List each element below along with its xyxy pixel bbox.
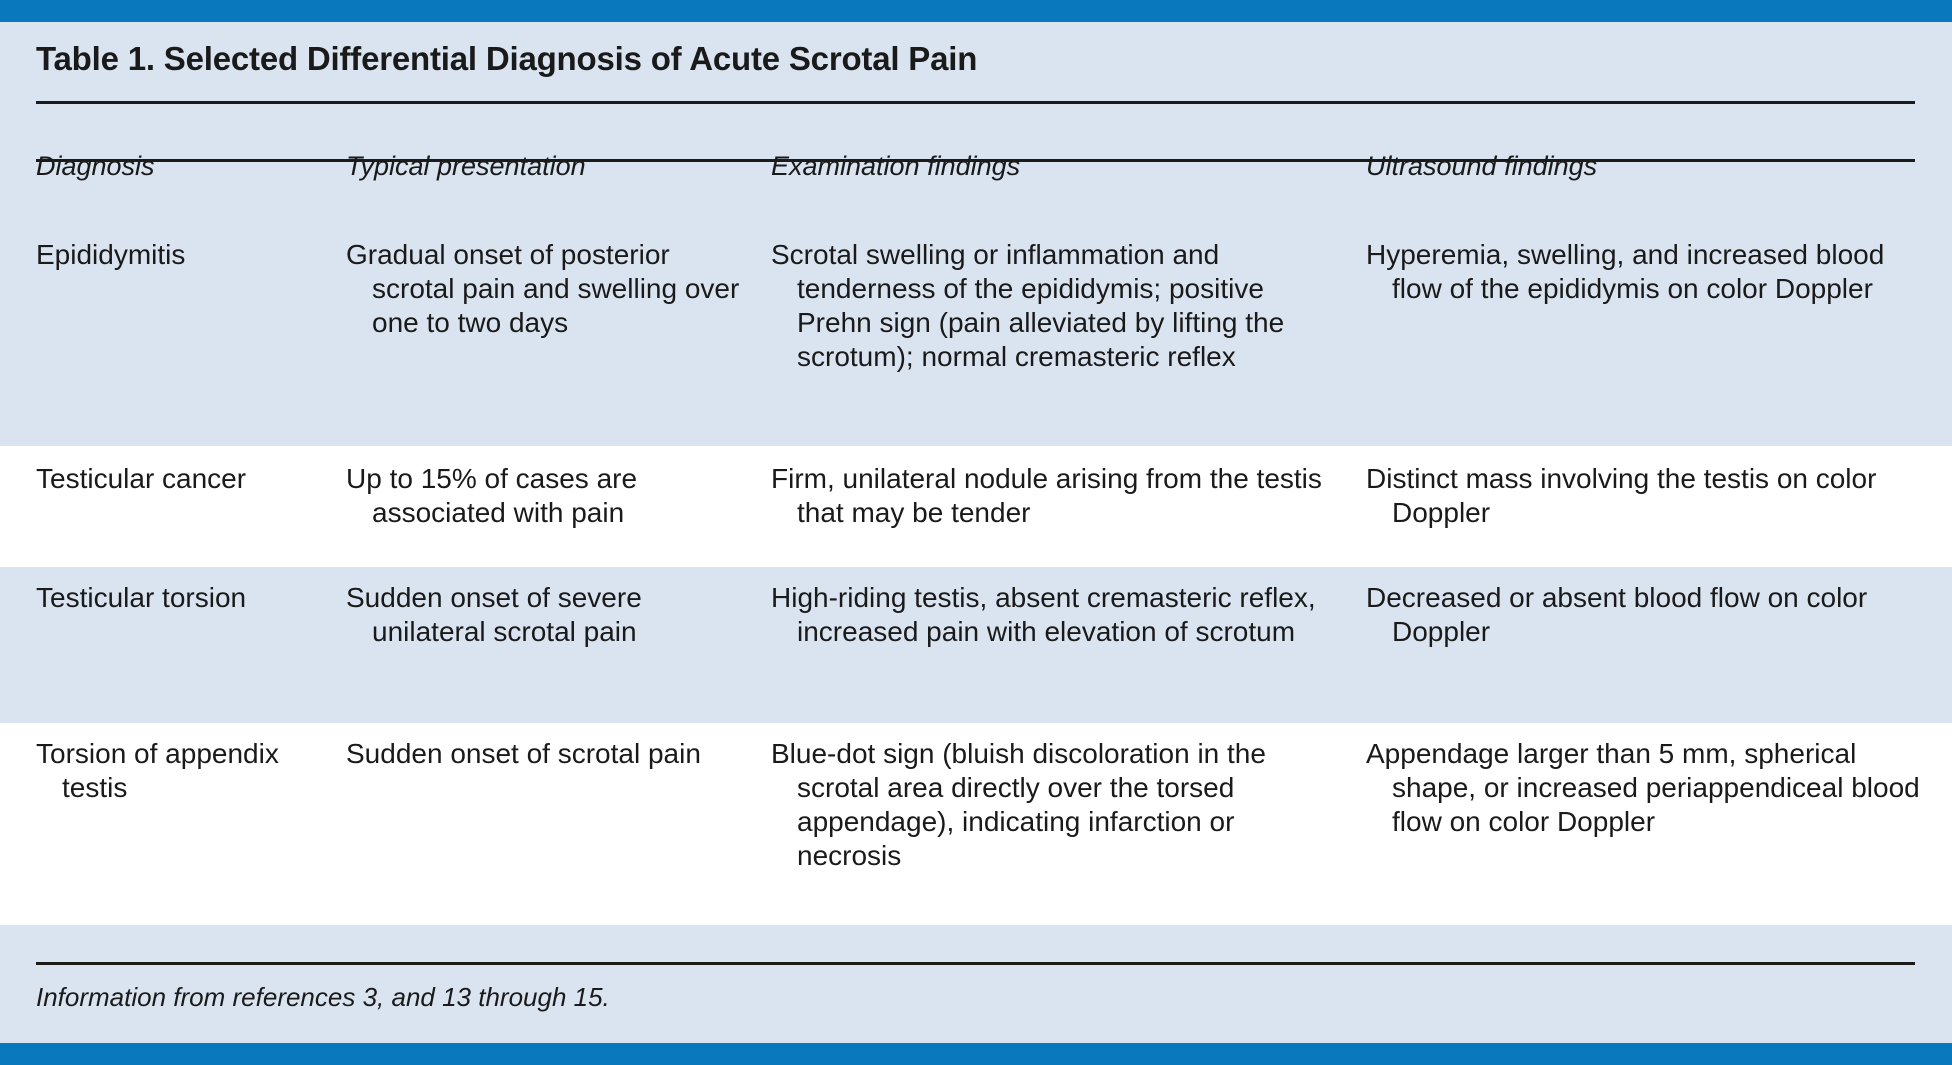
left-gutter (0, 581, 36, 649)
cell-presentation: Sudden onset of scrotal pain (346, 738, 701, 769)
cell-examination: Scrotal swelling or inflammation and ten… (771, 239, 1285, 372)
cell-examination: High-riding testis, absent cremasteric r… (771, 582, 1316, 647)
table-row: Testicular torsion Sudden onset of sever… (0, 581, 1952, 649)
rule-above-source-note (36, 962, 1915, 965)
top-accent-rule (0, 0, 1952, 22)
footer-band (0, 925, 1952, 1043)
rule-under-column-headers (36, 159, 1915, 162)
cell-ultrasound: Decreased or absent blood flow on color … (1366, 582, 1868, 647)
cell-ultrasound: Appendage larger than 5 mm, spherical sh… (1366, 738, 1920, 837)
left-gutter (0, 462, 36, 530)
source-note: Information from references 3, and 13 th… (36, 982, 610, 1012)
cell-examination: Blue-dot sign (bluish discoloration in t… (771, 738, 1266, 871)
left-gutter (0, 238, 36, 374)
left-gutter (0, 150, 36, 182)
table-row: Epididymitis Gradual onset of posterior … (0, 238, 1952, 374)
column-header-diagnosis: Diagnosis (36, 151, 155, 181)
left-gutter (0, 737, 36, 873)
cell-ultrasound: Hyperemia, swelling, and increased blood… (1366, 239, 1885, 304)
column-header-ultrasound: Ultrasound findings (1366, 151, 1598, 181)
cell-diagnosis: Testicular cancer (36, 463, 247, 494)
column-header-presentation: Typical presentation (346, 151, 586, 181)
table-row: Torsion of appendix testis Sudden onset … (0, 737, 1952, 873)
column-header-examination: Examination findings (771, 151, 1021, 181)
row-band-3 (0, 567, 1952, 723)
cell-presentation: Gradual onset of posterior scrotal pain … (346, 239, 740, 338)
cell-diagnosis: Epididymitis (36, 239, 186, 270)
cell-ultrasound: Distinct mass involving the testis on co… (1366, 463, 1877, 528)
rule-under-title (36, 101, 1915, 104)
table-row: Testicular cancer Up to 15% of cases are… (0, 462, 1952, 530)
cell-diagnosis: Torsion of appendix testis (36, 738, 279, 803)
cell-examination: Firm, unilateral nodule arising from the… (771, 463, 1322, 528)
bottom-accent-rule (0, 1043, 1952, 1065)
cell-diagnosis: Testicular torsion (36, 582, 247, 613)
header-band (0, 22, 1952, 224)
column-header-row: Diagnosis Typical presentation Examinati… (0, 150, 1952, 182)
table-title: Table 1. Selected Differential Diagnosis… (36, 40, 978, 77)
cell-presentation: Up to 15% of cases are associated with p… (346, 463, 638, 528)
row-band-1 (0, 224, 1952, 446)
cell-presentation: Sudden onset of severe unilateral scrota… (346, 582, 642, 647)
